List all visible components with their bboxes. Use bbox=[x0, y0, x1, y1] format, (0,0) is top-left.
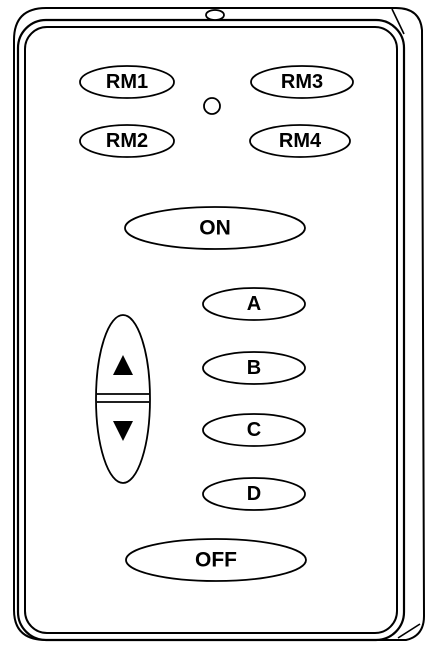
room-button-rm4[interactable]: RM4 bbox=[249, 124, 351, 158]
remote-side-edge-bottom bbox=[397, 623, 421, 639]
room-button-rm4-label: RM4 bbox=[279, 130, 322, 152]
scene-button-c-label: C bbox=[247, 419, 261, 441]
room-button-rm2-label: RM2 bbox=[106, 130, 148, 152]
scene-button-d-label: D bbox=[247, 483, 261, 505]
room-button-rm1[interactable]: RM1 bbox=[79, 65, 175, 99]
on-button-label: ON bbox=[199, 217, 231, 240]
room-button-rm3[interactable]: RM3 bbox=[250, 65, 354, 99]
room-button-rm3-label: RM3 bbox=[281, 71, 323, 93]
dimmer-rocker bbox=[95, 314, 151, 484]
on-button[interactable]: ON bbox=[124, 206, 306, 250]
scene-button-c[interactable]: C bbox=[202, 413, 306, 447]
triangle-down-icon bbox=[113, 421, 133, 441]
scene-button-a-label: A bbox=[247, 293, 261, 315]
room-button-rm1-label: RM1 bbox=[106, 71, 148, 93]
led-indicator-icon bbox=[203, 97, 221, 115]
scene-button-b-label: B bbox=[247, 357, 261, 379]
triangle-up-icon bbox=[113, 355, 133, 375]
scene-button-a[interactable]: A bbox=[202, 287, 306, 321]
dimmer-down-button[interactable] bbox=[100, 404, 146, 466]
room-button-rm2[interactable]: RM2 bbox=[79, 124, 175, 158]
off-button[interactable]: OFF bbox=[125, 538, 307, 582]
scene-button-d[interactable]: D bbox=[202, 477, 306, 511]
remote-inner-border bbox=[24, 26, 398, 634]
dimmer-rocker-body bbox=[95, 314, 151, 484]
off-button-label: OFF bbox=[195, 549, 237, 572]
scene-button-b[interactable]: B bbox=[202, 351, 306, 385]
dimmer-up-button[interactable] bbox=[100, 330, 146, 392]
remote-side-edge-top bbox=[391, 8, 405, 35]
hanging-hole-icon bbox=[205, 9, 225, 21]
